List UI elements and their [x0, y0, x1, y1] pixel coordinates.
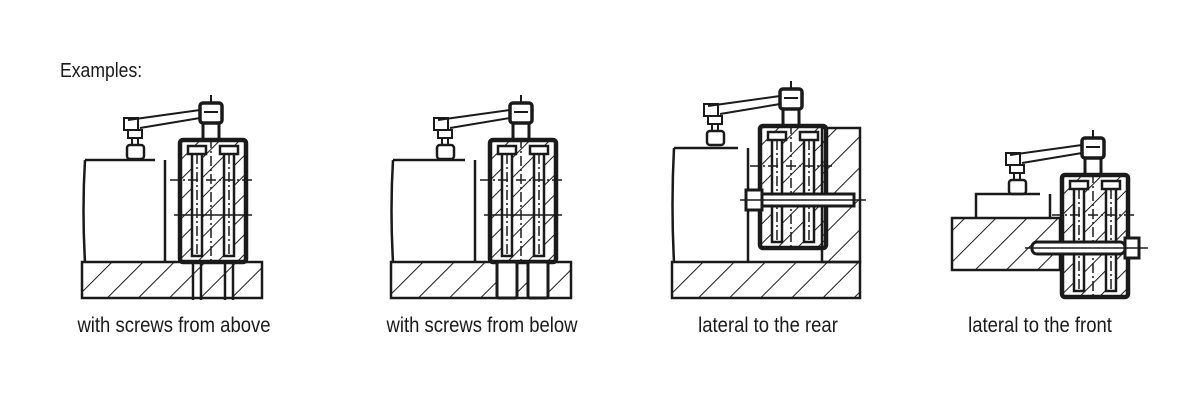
screw-heads — [495, 260, 550, 300]
caption-lateral-rear: lateral to the rear — [698, 314, 838, 337]
examples-heading: Examples: — [60, 60, 143, 82]
lateral-screw — [1025, 236, 1148, 260]
clamp-with-lever — [434, 95, 562, 264]
clamp-with-lever — [1006, 130, 1134, 299]
example-screws-from-above — [80, 95, 264, 300]
workpiece — [82, 158, 167, 263]
clamp-with-lever — [124, 95, 252, 264]
example-lateral-front — [950, 130, 1148, 299]
workpiece — [390, 158, 477, 263]
workpiece — [671, 146, 750, 263]
workpiece — [974, 192, 1052, 218]
caption-lateral-front: lateral to the front — [968, 314, 1112, 337]
example-screws-from-below — [389, 95, 573, 300]
example-lateral-rear — [670, 81, 866, 300]
caption-screws-from-below: with screws from below — [386, 314, 578, 337]
caption-screws-from-above: with screws from above — [77, 314, 271, 337]
clamp-with-lever — [704, 81, 832, 250]
base-plate — [80, 260, 264, 300]
lateral-screw — [740, 188, 866, 212]
base-plate — [670, 260, 862, 300]
screws — [191, 262, 235, 300]
